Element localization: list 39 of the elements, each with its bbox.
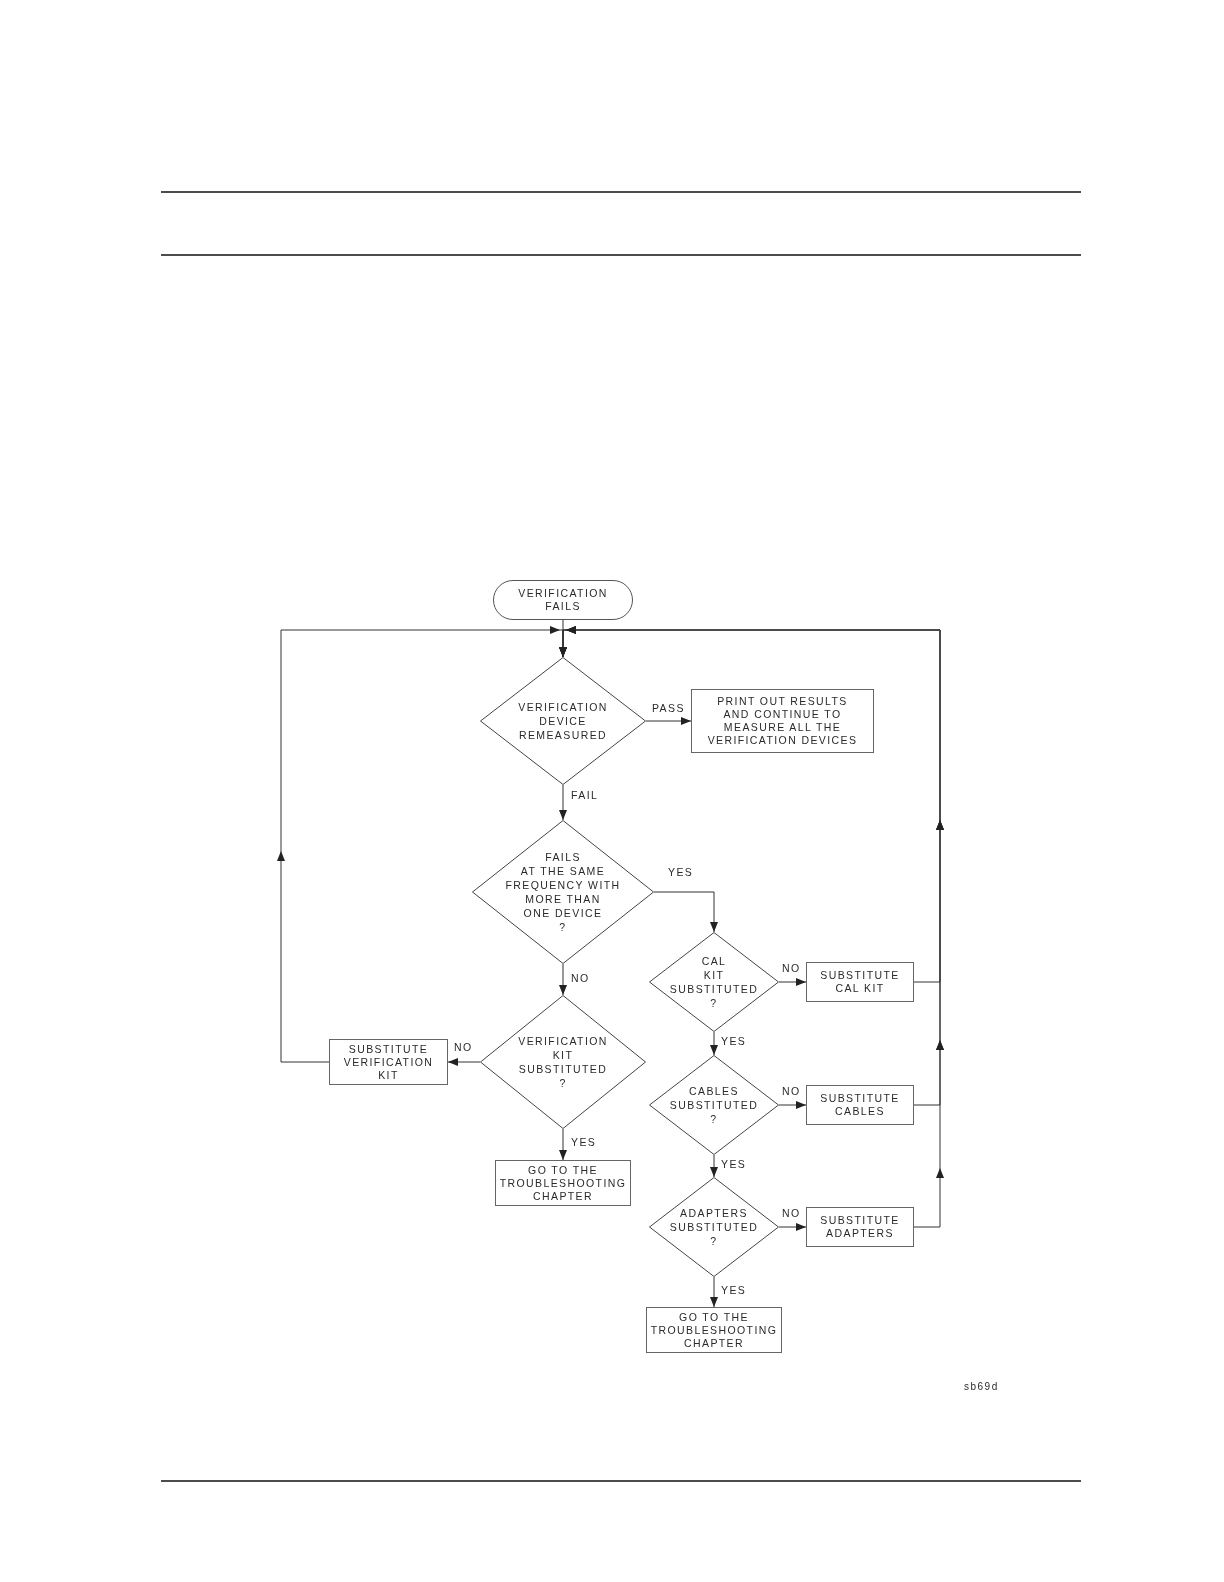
step-text: SUBSTITUTE ADAPTERS [820, 1214, 900, 1240]
edge-label: YES [720, 1158, 748, 1171]
decision-diamond [649, 1055, 779, 1155]
edge-label: NO [453, 1041, 474, 1054]
edge-label: NO [781, 1085, 802, 1098]
start-terminator [493, 580, 633, 620]
step-text: VERIFICATION KIT SUBSTITUTED ? [518, 1034, 608, 1090]
edge-label: NO [781, 1207, 802, 1220]
step-text: GO TO THE TROUBLESHOOTING CHAPTER [499, 1163, 627, 1203]
process-box [806, 1207, 914, 1247]
process-box [806, 1085, 914, 1125]
step-text: SUBSTITUTE CAL KIT [820, 969, 900, 995]
process-box [806, 962, 914, 1002]
decision-diamond [480, 657, 646, 785]
edge-label: NO [570, 972, 591, 985]
step-text: VERIFICATION FAILS [518, 587, 608, 613]
step-text: CAL KIT SUBSTITUTED ? [669, 954, 759, 1010]
edge-label: PASS [651, 702, 686, 715]
process-box [691, 689, 874, 753]
edge-label: YES [720, 1035, 748, 1048]
process-box [329, 1039, 448, 1085]
step-text: FAILS AT THE SAME FREQUENCY WITH MORE THAN ONE DEVICE ? [505, 850, 621, 934]
step-text: PRINT OUT RESULTS AND CONTINUE TO MEASURE ALL THE VERIFICATION DEVICES [707, 695, 858, 747]
edge-label: YES [667, 866, 695, 879]
edge-label: YES [720, 1284, 748, 1297]
decision-diamond [480, 995, 646, 1129]
edge-label: FAIL [570, 789, 600, 802]
edge-label: NO [781, 962, 802, 975]
edge-label: YES [570, 1136, 598, 1149]
step-text: CABLES SUBSTITUTED ? [669, 1084, 759, 1126]
step-text: SUBSTITUTE CABLES [820, 1092, 900, 1118]
decision-diamond [649, 932, 779, 1032]
decision-diamond [472, 820, 654, 964]
step-text: SUBSTITUTE VERIFICATION KIT [343, 1042, 434, 1082]
decision-diamond [649, 1177, 779, 1277]
step-text: GO TO THE TROUBLESHOOTING CHAPTER [650, 1310, 778, 1350]
figure-code: sb69d [964, 1381, 999, 1393]
step-text: VERIFICATION DEVICE REMEASURED [518, 700, 608, 742]
step-text: ADAPTERS SUBSTITUTED ? [669, 1206, 759, 1248]
